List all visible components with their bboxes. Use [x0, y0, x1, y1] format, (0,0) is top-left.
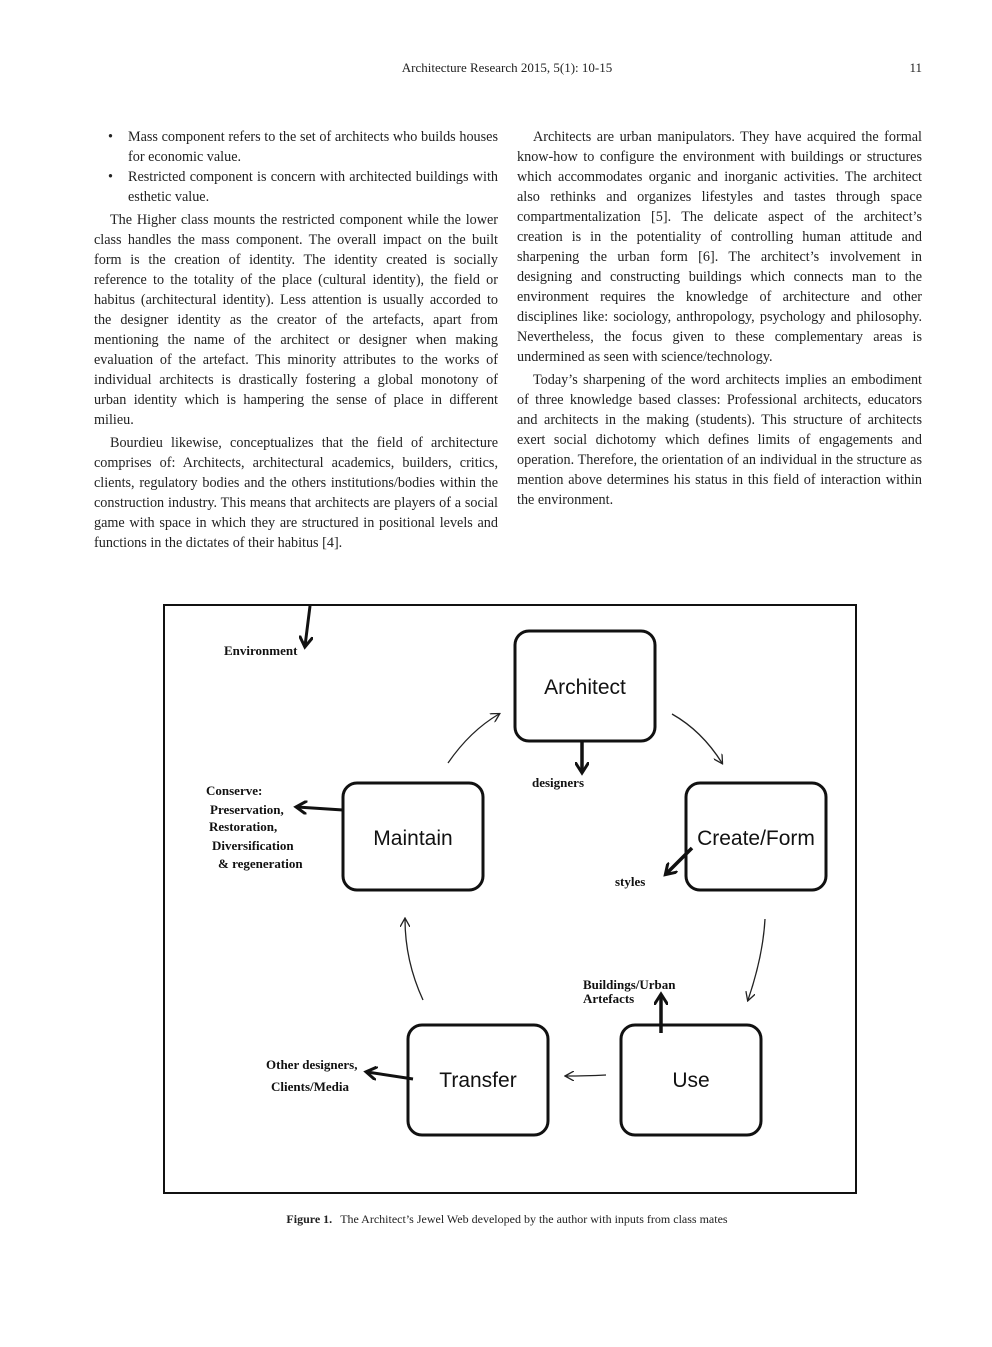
label-conserve: Conserve:	[206, 783, 262, 798]
left-column: •Mass component refers to the set of arc…	[94, 127, 498, 556]
arrow-create-to-use	[748, 918, 766, 1000]
label-environment: Environment	[224, 643, 298, 658]
label-preservation: Preservation,	[210, 802, 284, 817]
jewel-web-diagram: Architect Create/Form Use Transfer Maint…	[206, 606, 828, 1137]
journal-title: Architecture Research 2015, 5(1): 10-15	[401, 60, 613, 75]
label-buildings-2: Artefacts	[583, 991, 634, 1006]
label-other-designers: Other designers,	[266, 1057, 357, 1072]
node-use: Use	[619, 1023, 763, 1137]
arrow-environment	[305, 606, 310, 646]
arrow-maintain-to-architect	[447, 714, 499, 764]
figure-jewel-web: Architect Create/Form Use Transfer Maint…	[163, 604, 857, 1194]
node-create: Create/Form	[684, 781, 828, 892]
bullet-icon: •	[108, 129, 113, 145]
list-item: •Mass component refers to the set of arc…	[108, 129, 498, 165]
arrow-styles	[666, 846, 694, 874]
label-buildings-1: Buildings/Urban	[583, 977, 676, 992]
arrow-architect-to-create	[671, 713, 722, 763]
figure-caption: Figure 1. The Architect’s Jewel Web devel…	[0, 1212, 992, 1227]
right-column: Architects are urban manipulators. They …	[517, 127, 922, 513]
bullet-list: •Mass component refers to the set of arc…	[94, 127, 498, 207]
node-transfer-label: Transfer	[439, 1069, 516, 1092]
page-header: Architecture Research 2015, 5(1): 10-15 …	[0, 60, 992, 80]
list-item: •Restricted component is concern with ar…	[108, 169, 498, 205]
caption-label: Figure 1.	[286, 1212, 333, 1226]
node-maintain: Maintain	[341, 781, 485, 892]
label-styles: styles	[615, 874, 645, 889]
node-architect: Architect	[513, 629, 657, 743]
node-transfer: Transfer	[406, 1023, 550, 1137]
paragraph: The Higher class mounts the restricted c…	[94, 212, 498, 428]
arrow-conserve	[297, 807, 344, 810]
paragraph: Architects are urban manipulators. They …	[517, 129, 922, 365]
node-architect-label: Architect	[544, 676, 626, 699]
label-clients-media: Clients/Media	[271, 1079, 349, 1094]
arrow-transfer-to-maintain	[405, 919, 424, 1001]
arrow-other-designers	[367, 1072, 414, 1081]
paragraph: Today’s sharpening of the word architect…	[517, 372, 922, 508]
node-create-label: Create/Form	[697, 827, 815, 850]
page-number: 11	[909, 60, 922, 75]
label-designers: designers	[532, 775, 584, 790]
caption-text: The Architect’s Jewel Web developed by t…	[340, 1212, 728, 1226]
arrow-use-to-transfer	[566, 1075, 607, 1076]
label-diversification: Diversification	[212, 838, 294, 853]
paragraph: Bourdieu likewise, conceptualizes that t…	[94, 435, 498, 551]
node-use-label: Use	[672, 1069, 709, 1092]
label-restoration: Restoration,	[209, 819, 277, 834]
bullet-icon: •	[108, 169, 113, 185]
node-maintain-label: Maintain	[373, 827, 452, 850]
label-regeneration: & regeneration	[218, 856, 303, 871]
